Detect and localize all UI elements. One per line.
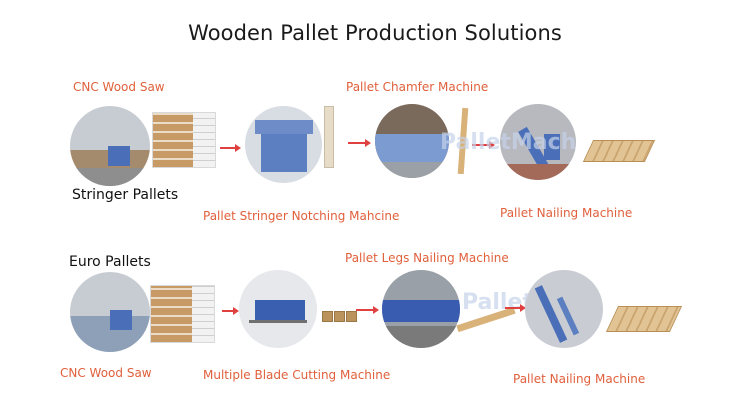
cnc-wood-saw-photo: [70, 106, 150, 186]
arrow-icon: [220, 144, 241, 152]
nailing-machine-photo: [500, 104, 576, 180]
step-label-multi-blade-cutting: Multiple Blade Cutting Machine: [203, 368, 391, 382]
lumber-stack-image: [152, 112, 216, 168]
stringer-notching-machine-photo: [245, 106, 322, 183]
category-label-euro-pallets: Euro Pallets: [69, 254, 151, 270]
step-label-stringer-notching: Pallet Stringer Notching Mahcine: [203, 209, 400, 223]
step-label-nailing-machine: Pallet Nailing Machine: [513, 372, 646, 386]
category-label-stringer-pallets: Stringer Pallets: [72, 187, 179, 203]
step-label-cnc-wood-saw: CNC Wood Saw: [73, 80, 165, 94]
watermark: PalletMach: [440, 130, 577, 155]
notched-stringer-image: [324, 106, 334, 168]
arrow-icon: [356, 306, 379, 314]
lumber-stack-image: [150, 285, 215, 343]
arrow-icon: [472, 141, 495, 149]
nailing-machine-photo: [525, 270, 603, 348]
arrow-icon: [505, 304, 526, 312]
legs-nailing-machine-photo: [382, 270, 460, 348]
step-label-nailing-machine: Pallet Nailing Machine: [500, 206, 633, 220]
arrow-icon: [222, 307, 239, 315]
step-label-legs-nailing-machine: Pallet Legs Nailing Machine: [345, 251, 509, 265]
step-label-cnc-wood-saw: CNC Wood Saw: [60, 366, 152, 380]
euro-pallet-image: [605, 306, 683, 332]
chamfer-machine-photo: [375, 104, 449, 178]
arrow-icon: [348, 139, 371, 147]
wood-blocks-image: [322, 307, 358, 326]
page-title: Wooden Pallet Production Solutions: [188, 21, 562, 45]
multi-blade-cutting-machine-photo: [239, 270, 317, 348]
cnc-wood-saw-photo: [70, 272, 150, 352]
step-label-chamfer-machine: Pallet Chamfer Machine: [346, 80, 489, 94]
stringer-pallet-image: [582, 140, 656, 162]
